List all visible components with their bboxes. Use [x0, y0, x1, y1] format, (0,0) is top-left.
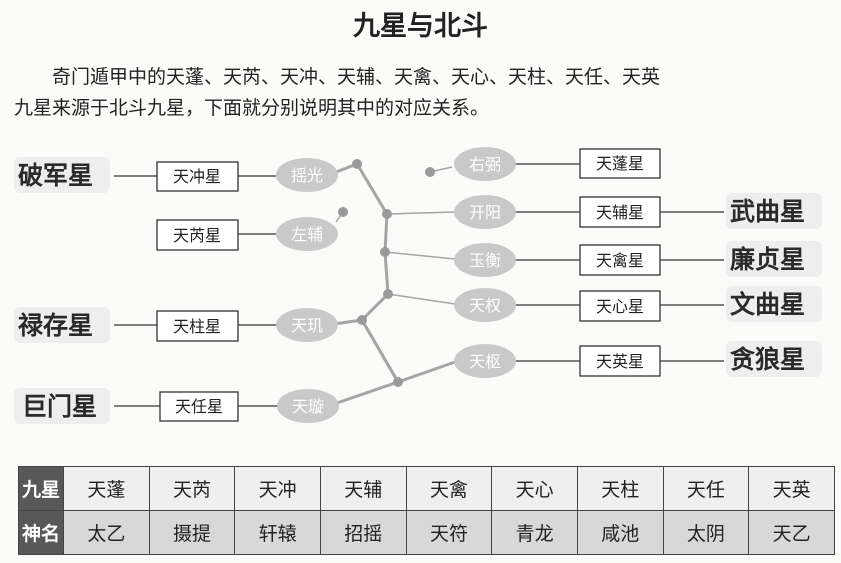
row-header: 神名	[18, 510, 64, 555]
table-cell: 天心	[491, 466, 578, 511]
left-row-pojun: 破军星 天冲星 摇光	[14, 157, 338, 193]
nine-star-box: 天冲星	[173, 167, 221, 186]
table-cell: 天英	[748, 466, 835, 511]
right-row-youbi: 右弼 天蓬星	[454, 147, 661, 181]
table-cell: 摄提	[148, 510, 236, 555]
dipper-star: 天玑	[291, 316, 323, 335]
dipper-star: 右弼	[469, 155, 501, 174]
dipper-star: 左辅	[291, 225, 323, 244]
table-cell: 招摇	[319, 510, 407, 555]
nine-star-box: 天芮星	[173, 226, 221, 245]
big-star-label: 文曲星	[730, 290, 805, 319]
nine-star-box: 天禽星	[596, 251, 644, 270]
paragraph-line-2: 九星来源于北斗九星，下面就分别说明其中的对应关系。	[14, 97, 490, 119]
nine-stars-diagram: 破军星 天冲星 摇光 天芮星 左辅 禄存星 天柱星 天玑 巨门星 天任星 天璇	[14, 147, 822, 424]
left-row-lucun: 禄存星 天柱星 天玑	[14, 307, 338, 343]
intro-paragraph: 奇门遁甲中的天蓬、天芮、天冲、天辅、天禽、天心、天柱、天任、天英 九星来源于北斗…	[14, 62, 834, 124]
table-cell: 天乙	[748, 510, 835, 555]
nine-star-box: 天任星	[175, 397, 223, 416]
big-star-label: 破军星	[18, 161, 93, 190]
nine-star-box: 天柱星	[173, 317, 221, 336]
dipper-star: 摇光	[291, 166, 323, 185]
table-cell: 轩辕	[234, 510, 321, 555]
table-row-deity-names: 神名 太乙 摄提 轩辕 招摇 天符 青龙 咸池 太阴 天乙	[18, 510, 835, 555]
paragraph-line-1: 奇门遁甲中的天蓬、天芮、天冲、天辅、天禽、天心、天柱、天任、天英	[52, 66, 661, 88]
table-row-nine-stars: 九星 天蓬 天芮 天冲 天辅 天禽 天心 天柱 天任 天英	[18, 466, 835, 511]
big-star-label: 贪狼星	[730, 345, 805, 374]
nine-star-box: 天蓬星	[596, 154, 644, 173]
table-cell: 天禽	[405, 466, 493, 511]
dipper-star: 玉衡	[469, 251, 501, 270]
big-dipper-lines	[333, 162, 456, 406]
right-row-kaiyang: 开阳 天辅星 武曲星	[454, 193, 822, 229]
row-header: 九星	[18, 466, 64, 511]
right-row-yuheng: 玉衡 天禽星 廉贞星	[454, 241, 822, 277]
big-star-label: 巨门星	[22, 392, 97, 421]
dipper-star: 天璇	[292, 397, 324, 416]
table-cell: 咸池	[576, 510, 664, 555]
dipper-star: 天权	[469, 296, 501, 315]
big-star-label: 禄存星	[18, 311, 93, 340]
table-cell: 天蓬	[63, 466, 150, 511]
nine-stars-table: 九星 天蓬 天芮 天冲 天辅 天禽 天心 天柱 天任 天英 神名 太乙 摄提 轩…	[18, 466, 835, 555]
left-row-jumen: 巨门星 天任星 天璇	[14, 388, 339, 424]
dipper-star: 开阳	[469, 203, 501, 222]
table-cell: 天符	[405, 510, 493, 555]
table-cell: 太阴	[662, 510, 750, 555]
nine-star-box: 天英星	[596, 352, 644, 371]
table-cell: 天柱	[576, 466, 664, 511]
big-star-label: 廉贞星	[730, 245, 805, 274]
nine-star-box: 天辅星	[596, 203, 644, 222]
right-row-tianquan: 天权 天心星 文曲星	[454, 286, 822, 322]
star-dots	[338, 159, 435, 387]
table-cell: 天冲	[234, 466, 321, 511]
right-row-tianshu: 天枢 天英星 贪狼星	[454, 341, 822, 378]
page-title: 九星与北斗	[353, 11, 488, 42]
left-row-tianrui: 天芮星 左辅	[156, 217, 338, 251]
table-cell: 青龙	[491, 510, 578, 555]
table-cell: 太乙	[63, 510, 150, 555]
big-star-label: 武曲星	[730, 197, 805, 226]
table-cell: 天辅	[319, 466, 407, 511]
nine-star-box: 天心星	[596, 297, 644, 316]
table-cell: 天任	[662, 466, 750, 511]
dipper-star: 天枢	[469, 352, 501, 371]
table-cell: 天芮	[148, 466, 236, 511]
